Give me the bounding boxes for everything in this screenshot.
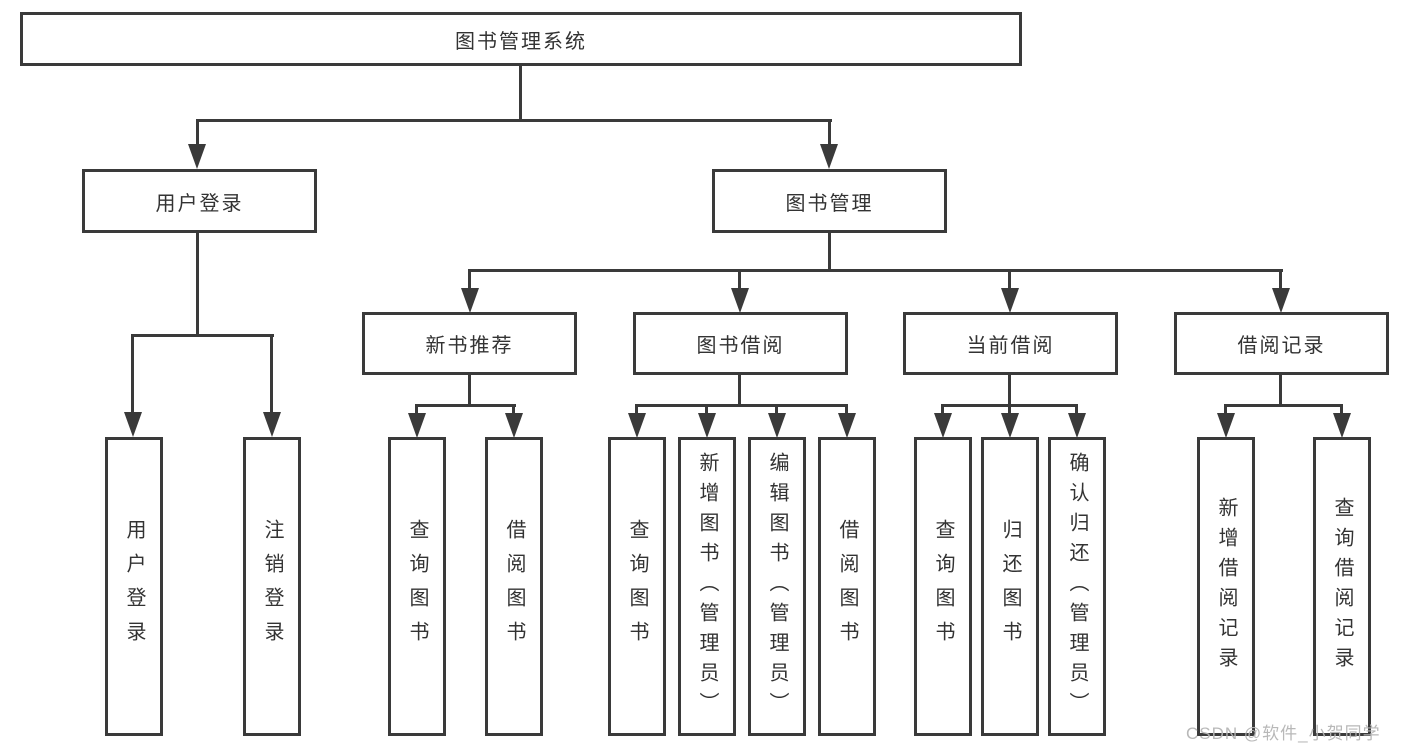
leaf-box-borrow-books: 借阅图书: [818, 437, 876, 736]
connector-arrow-shaft: [775, 404, 778, 416]
leaf-box-return-books: 归还图书: [981, 437, 1039, 736]
connector-arrow-shaft: [270, 334, 273, 414]
connector-arrow-shaft: [1224, 404, 1227, 416]
group-box-book-borrow: 图书借阅: [633, 312, 848, 375]
arrow-down-icon: [1001, 413, 1019, 438]
branch-box-book-management: 图书管理: [712, 169, 947, 233]
arrow-down-icon: [698, 413, 716, 438]
connector-arrow-shaft: [845, 404, 848, 416]
leaf-label: 查询图书: [406, 518, 428, 655]
connector-manage-stub: [828, 233, 831, 272]
leaf-box-add-borrow-record: 新增借阅记录: [1197, 437, 1255, 736]
group-label: 借阅记录: [1237, 335, 1326, 357]
arrow-down-icon: [461, 288, 479, 313]
leaf-label: 注销登录: [261, 518, 283, 655]
connector-arrow-shaft: [512, 404, 515, 416]
leaf-box-add-books-admin: 新增图书（管理员）: [678, 437, 736, 736]
leaf-box-query-borrow-record: 查询借阅记录: [1313, 437, 1371, 736]
leaf-box-logout: 注销登录: [243, 437, 301, 736]
arrow-down-icon: [408, 413, 426, 438]
connector-group-stub: [1279, 375, 1282, 407]
leaf-label: 编辑图书（管理员）: [766, 451, 788, 722]
connector-arrow-shaft: [1075, 404, 1078, 416]
connector-group-stub: [468, 375, 471, 407]
leaf-label: 查询图书: [932, 518, 954, 655]
arrow-down-icon: [934, 413, 952, 438]
arrow-down-icon: [1333, 413, 1351, 438]
leaf-label: 新增图书（管理员）: [696, 451, 718, 722]
connector-group-rail: [416, 404, 516, 407]
arrow-down-icon: [1068, 413, 1086, 438]
connector-login-rail: [132, 334, 274, 337]
branch-box-user-login: 用户登录: [82, 169, 317, 233]
arrow-down-icon: [124, 412, 142, 437]
arrow-down-icon: [1272, 288, 1290, 313]
group-box-current-borrow: 当前借阅: [903, 312, 1118, 375]
group-box-borrow-records: 借阅记录: [1174, 312, 1389, 375]
arrow-down-icon: [820, 144, 838, 169]
connector-arrow-shaft: [196, 119, 199, 147]
group-label: 图书借阅: [696, 335, 785, 357]
connector-arrow-shaft: [828, 119, 831, 147]
connector-root-stub: [519, 66, 522, 122]
leaf-box-query-books: 查询图书: [914, 437, 972, 736]
connector-arrow-shaft: [635, 404, 638, 416]
watermark-text: CSDN @软件_小贺同学: [1186, 724, 1381, 743]
connector-group-rail: [1225, 404, 1343, 407]
leaf-box-query-books: 查询图书: [388, 437, 446, 736]
leaf-box-edit-books-admin: 编辑图书（管理员）: [748, 437, 806, 736]
arrow-down-icon: [731, 288, 749, 313]
connector-arrow-shaft: [1008, 269, 1011, 291]
leaf-label: 确认归还（管理员）: [1066, 451, 1088, 722]
connector-arrow-shaft: [1340, 404, 1343, 416]
branch-label: 图书管理: [785, 192, 874, 215]
leaf-label: 查询借阅记录: [1331, 496, 1353, 677]
connector-group-stub: [738, 375, 741, 407]
group-label: 新书推荐: [425, 335, 514, 357]
connector-group-rail: [636, 404, 848, 407]
connector-level1-rail: [197, 119, 832, 122]
arrow-down-icon: [263, 412, 281, 437]
arrow-down-icon: [505, 413, 523, 438]
arrow-down-icon: [1001, 288, 1019, 313]
root-label: 图书管理系统: [455, 30, 587, 53]
connector-group-stub: [1008, 375, 1011, 407]
connector-arrow-shaft: [1008, 404, 1011, 416]
arrow-down-icon: [838, 413, 856, 438]
group-box-new-book-recommend: 新书推荐: [362, 312, 577, 375]
connector-arrow-shaft: [415, 404, 418, 416]
branch-label: 用户登录: [155, 192, 244, 215]
connector-arrow-shaft: [468, 269, 471, 291]
connector-login-stub: [196, 233, 199, 337]
connector-level2-rail: [468, 269, 1283, 272]
connector-arrow-shaft: [941, 404, 944, 416]
connector-arrow-shaft: [1279, 269, 1282, 291]
leaf-label: 借阅图书: [503, 518, 525, 655]
leaf-box-query-books: 查询图书: [608, 437, 666, 736]
leaf-box-user-login: 用户登录: [105, 437, 163, 736]
leaf-label: 借阅图书: [836, 518, 858, 655]
connector-arrow-shaft: [738, 269, 741, 291]
arrow-down-icon: [628, 413, 646, 438]
group-label: 当前借阅: [966, 335, 1055, 357]
root-box-library-system: 图书管理系统: [20, 12, 1022, 66]
leaf-label: 用户登录: [123, 518, 145, 655]
arrow-down-icon: [188, 144, 206, 169]
arrow-down-icon: [1217, 413, 1235, 438]
leaf-label: 查询图书: [626, 518, 648, 655]
leaf-box-confirm-return-admin: 确认归还（管理员）: [1048, 437, 1106, 736]
connector-arrow-shaft: [705, 404, 708, 416]
arrow-down-icon: [768, 413, 786, 438]
leaf-box-borrow-books: 借阅图书: [485, 437, 543, 736]
leaf-label: 归还图书: [999, 518, 1021, 655]
connector-arrow-shaft: [131, 334, 134, 414]
leaf-label: 新增借阅记录: [1215, 496, 1237, 677]
